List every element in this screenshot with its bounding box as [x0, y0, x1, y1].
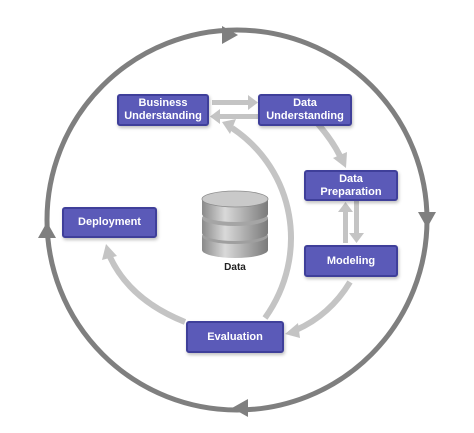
- arrow-evaluation-to-deployment: [107, 255, 187, 325]
- phase-modeling: Modeling: [304, 245, 398, 277]
- phase-deployment: Deployment: [62, 207, 157, 238]
- arrow-modeling-to-evaluation: [294, 280, 353, 333]
- phase-data-understanding: Data Understanding: [258, 94, 352, 126]
- arrow-understanding-to-preparation: [315, 122, 343, 158]
- phase-evaluation: Evaluation: [186, 321, 284, 353]
- phase-data-preparation: Data Preparation: [304, 170, 398, 201]
- arrow-preparation-to-modeling: [349, 201, 364, 243]
- outer-arrowhead-left: [38, 222, 56, 238]
- database-icon: [201, 190, 269, 258]
- outer-arrowhead-bottom: [232, 399, 248, 417]
- phase-business-understanding: Business Understanding: [117, 94, 209, 126]
- arrow-evaluation-to-business: [230, 125, 294, 320]
- outer-arrowhead-right: [418, 212, 436, 228]
- arrowhead-deployment-in: [102, 244, 117, 260]
- data-label: Data: [224, 262, 246, 273]
- arrowhead-evaluation-in: [285, 323, 300, 338]
- outer-arrowhead-top: [222, 26, 238, 44]
- arrow-modeling-to-preparation: [338, 202, 353, 243]
- arrow-data-understanding-to-business: [210, 109, 258, 124]
- arrow-business-to-data-understanding: [212, 95, 258, 110]
- arrowhead-preparation: [333, 152, 347, 168]
- arrowhead-business-in: [222, 119, 236, 134]
